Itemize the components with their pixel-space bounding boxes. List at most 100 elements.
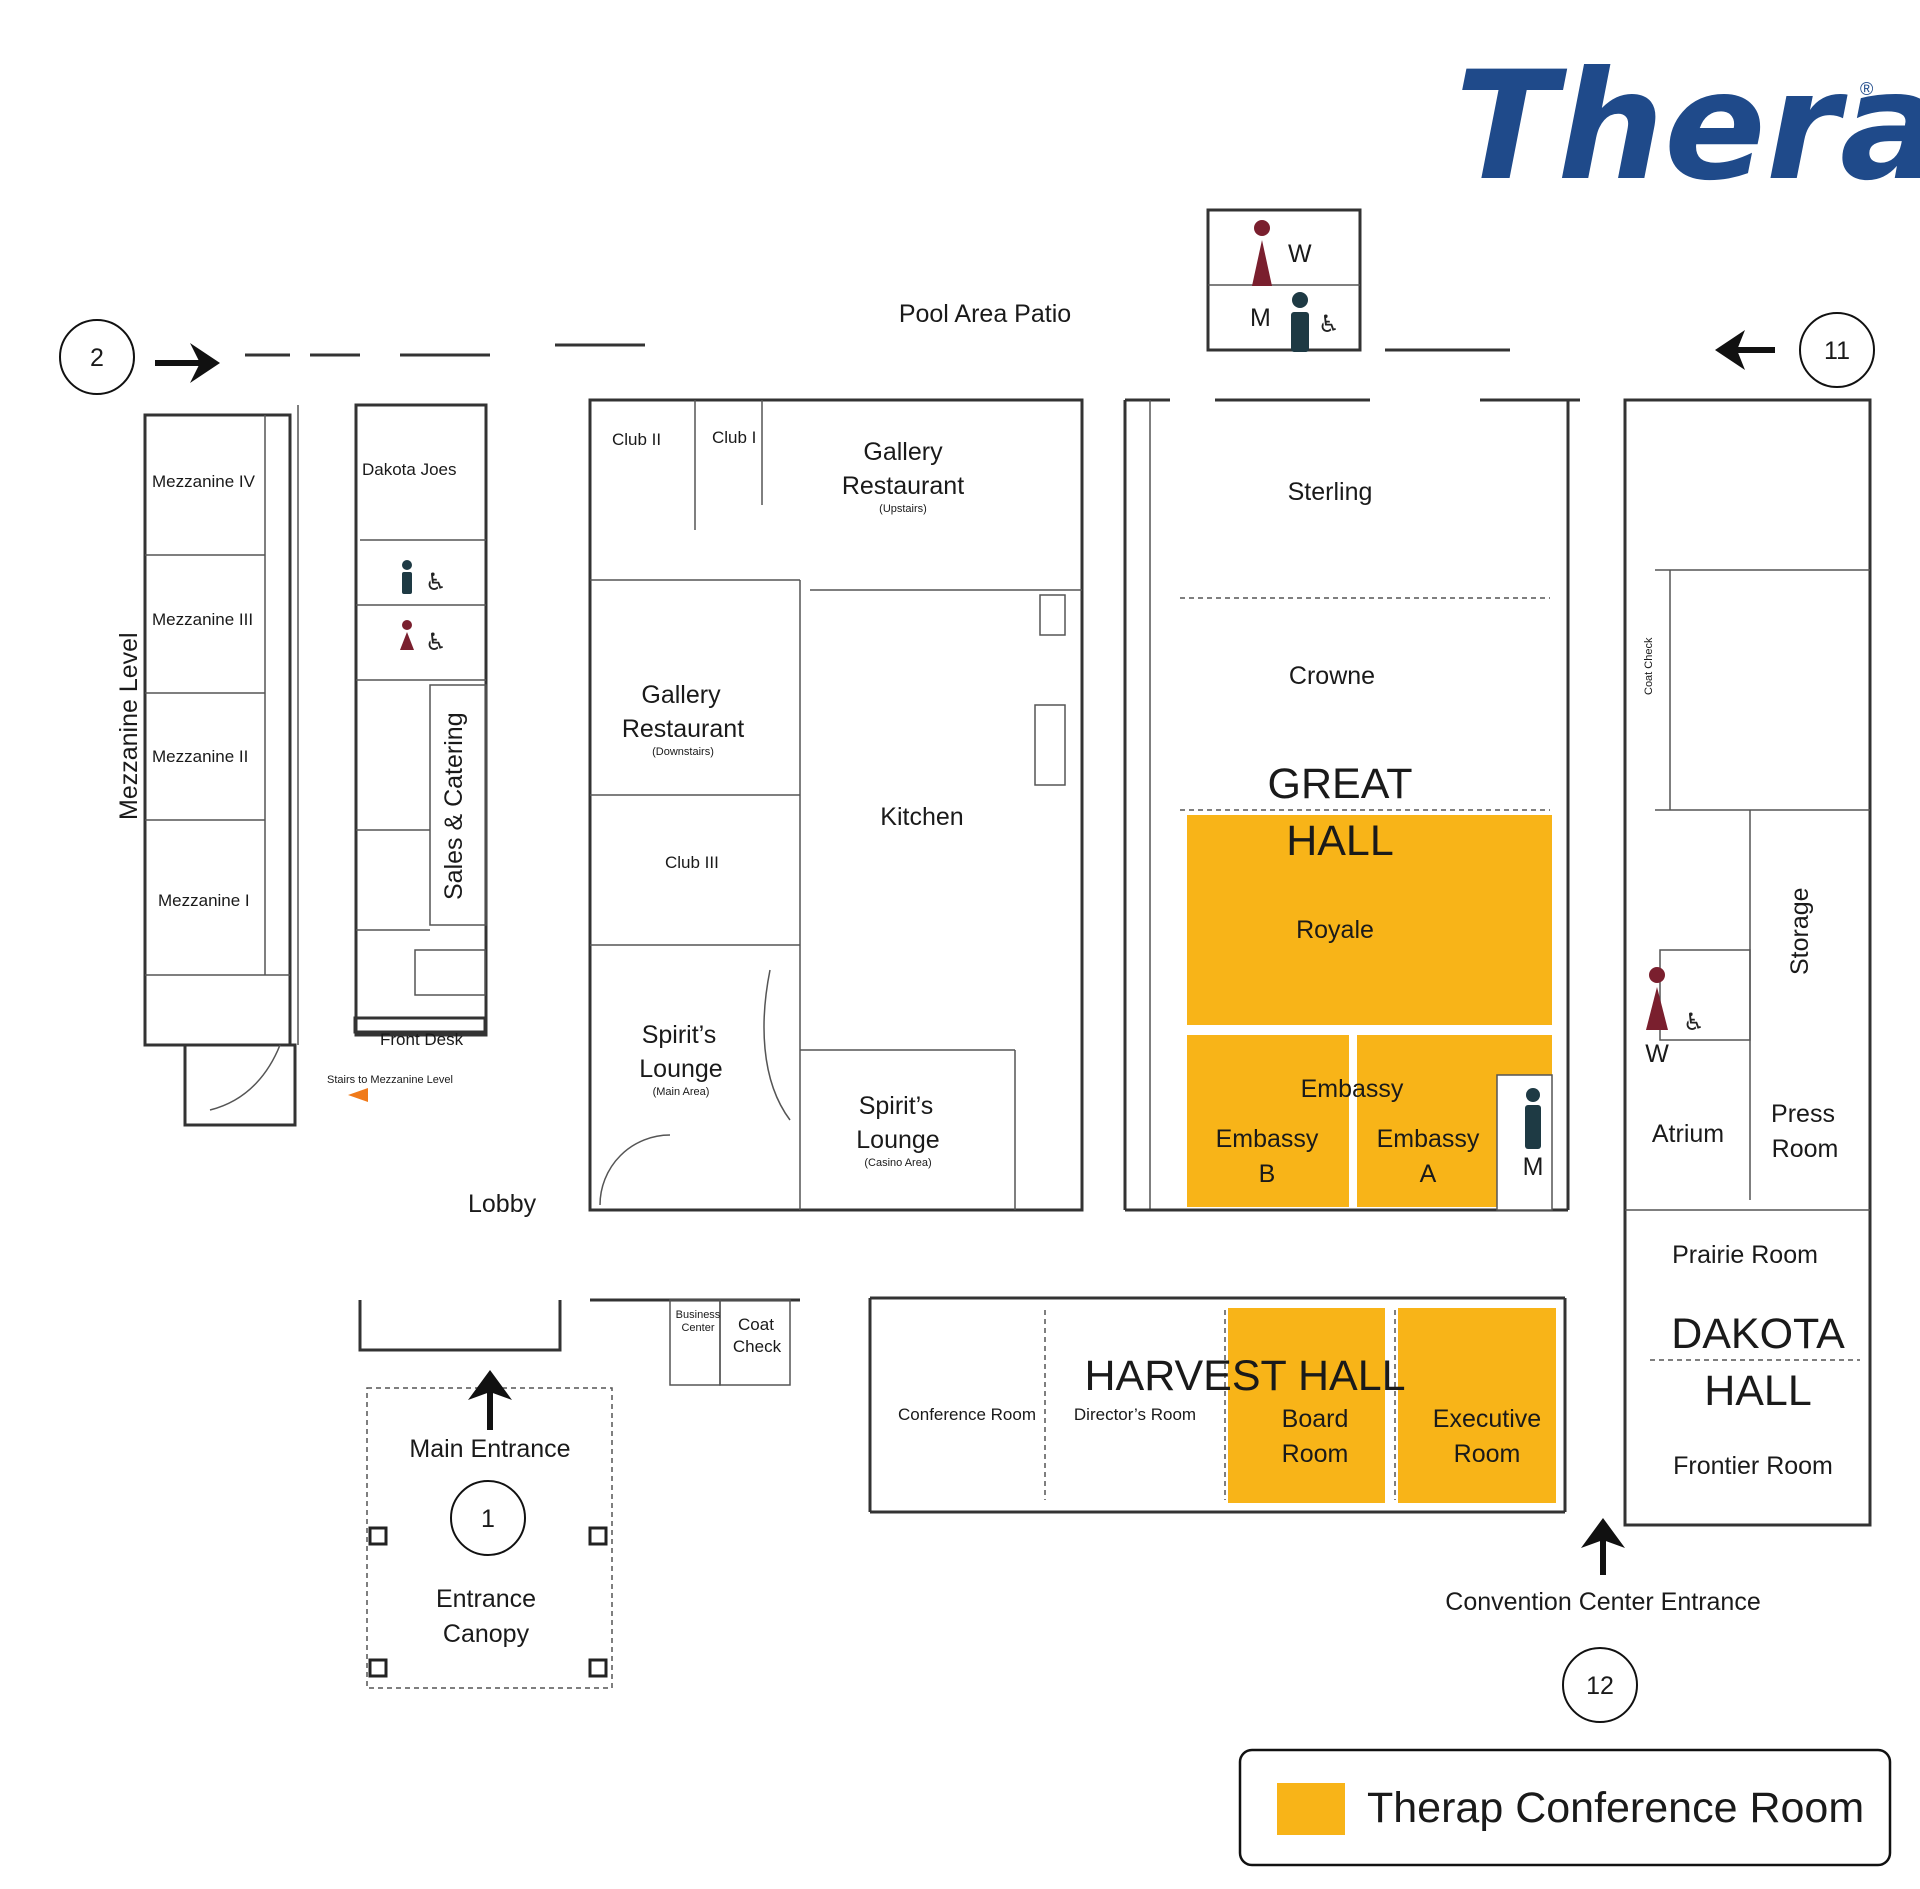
embassy-b-room-highlight (1187, 1035, 1349, 1207)
directors-room-label: Director’s Room (1074, 1405, 1196, 1424)
coat-check-vertical-label: Coat Check (1643, 637, 1655, 695)
gallery-upstairs-sub: (Upstairs) (879, 503, 927, 515)
spirits-main-sub: (Main Area) (653, 1086, 710, 1098)
embassy-b-line1: Embassy (1216, 1125, 1319, 1153)
executive-room-line2: Room (1454, 1440, 1521, 1468)
central-restaurant-block (555, 343, 1084, 1212)
club-iii-label: Club III (665, 853, 719, 872)
registered-mark: ® (1860, 79, 1873, 99)
entrance-11-marker (1799, 312, 1875, 388)
stairs-to-mezzanine-label: Stairs to Mezzanine Level (327, 1074, 453, 1086)
club-i-label: Club I (712, 428, 756, 447)
coat-check-line1: Coat (738, 1315, 774, 1334)
pool-area-patio-label: Pool Area Patio (899, 300, 1071, 328)
business-center-line1: Business (676, 1309, 721, 1321)
dakota-hall-line1: DAKOTA (1671, 1310, 1845, 1358)
press-room-line2: Room (1772, 1135, 1839, 1163)
sterling-label: Sterling (1288, 478, 1373, 506)
top-restrooms: ♿ (1206, 208, 1362, 352)
spirits-main-line1: Spirit’s (642, 1021, 717, 1049)
mezzanine-block (143, 405, 299, 1127)
embassy-a-line1: Embassy (1377, 1125, 1480, 1153)
mens-restroom-top-label: M (1250, 304, 1271, 332)
convention-center-entrance-label: Convention Center Entrance (1445, 1588, 1760, 1616)
mens-restroom-icon (1525, 1088, 1541, 1149)
great-hall-block (1123, 398, 1580, 1212)
logo-text: Therap (1455, 40, 1920, 214)
sales-catering-block (353, 403, 488, 1037)
mezzanine-iv-label: Mezzanine IV (152, 472, 256, 491)
entrance-canopy-line2: Canopy (443, 1620, 530, 1648)
atrium-label: Atrium (1652, 1120, 1724, 1148)
legend-label: Therap Conference Room (1367, 1784, 1864, 1832)
legend: Therap Conference Room (1238, 1748, 1892, 1867)
press-room-line1: Press (1771, 1100, 1835, 1128)
mezzanine-ii-label: Mezzanine II (152, 747, 248, 766)
mezzanine-i-label: Mezzanine I (158, 891, 250, 910)
legend-swatch (1277, 1783, 1345, 1835)
gallery-downstairs-sub: (Downstairs) (652, 746, 714, 758)
entrance-2-number: 2 (90, 344, 104, 372)
womens-restroom-east-icon: ♿ (1646, 967, 1705, 1036)
lobby-label: Lobby (468, 1190, 537, 1218)
spirits-casino-sub: (Casino Area) (864, 1157, 931, 1169)
gallery-downstairs-line1: Gallery (641, 681, 721, 709)
business-center-line2: Center (681, 1322, 714, 1334)
kitchen-label: Kitchen (880, 803, 963, 831)
accessible-icon-b: ♿ (425, 629, 447, 656)
royale-room-highlight (1187, 815, 1552, 1025)
womens-restroom-east-label: W (1645, 1040, 1669, 1068)
spirits-main-line2: Lounge (639, 1055, 722, 1083)
entrance-12-marker (1562, 1647, 1638, 1723)
front-desk-label: Front Desk (380, 1030, 464, 1049)
entrance-canopy-line1: Entrance (436, 1585, 536, 1613)
board-room-highlight (1228, 1308, 1385, 1503)
mezzanine-iii-label: Mezzanine III (152, 610, 253, 629)
embassy-b-line2: B (1259, 1160, 1276, 1188)
restroom-icons-left: ♿ ♿ (400, 560, 447, 656)
dakota-hall-line2: HALL (1704, 1367, 1812, 1415)
coat-check-line2: Check (733, 1337, 782, 1356)
great-hall-line1: GREAT (1268, 760, 1413, 808)
embassy-a-line2: A (1420, 1160, 1437, 1188)
storage-label: Storage (1786, 887, 1814, 975)
entrance-12-number: 12 (1586, 1672, 1614, 1700)
main-entrance-label: Main Entrance (409, 1435, 570, 1463)
svg-text:♿: ♿ (1683, 1009, 1705, 1036)
conference-room-label: Conference Room (898, 1405, 1036, 1424)
harvest-hall-block (590, 1296, 1567, 1514)
therap-logo: Therap ® (1455, 40, 1920, 214)
embassy-label: Embassy (1301, 1075, 1404, 1103)
royale-label: Royale (1296, 916, 1374, 944)
gallery-upstairs-line2: Restaurant (842, 472, 964, 500)
sales-catering-label: Sales & Catering (440, 712, 468, 900)
club-ii-label: Club II (612, 430, 661, 449)
board-room-line2: Room (1282, 1440, 1349, 1468)
gallery-upstairs-line1: Gallery (863, 438, 943, 466)
accessible-icon-a: ♿ (425, 569, 447, 596)
womens-restroom-top-label: W (1288, 240, 1312, 268)
board-room-line1: Board (1282, 1405, 1349, 1433)
entrance-1-number: 1 (481, 1505, 495, 1533)
executive-room-highlight (1398, 1308, 1556, 1503)
svg-text:♿: ♿ (1318, 311, 1340, 338)
frontier-room-label: Frontier Room (1673, 1452, 1833, 1480)
mezzanine-level-label: Mezzanine Level (115, 632, 143, 820)
entrance-2-marker (59, 319, 135, 395)
mens-restroom-label: M (1523, 1153, 1544, 1181)
crowne-label: Crowne (1289, 662, 1375, 690)
spirits-casino-line1: Spirit’s (859, 1092, 934, 1120)
gallery-downstairs-line2: Restaurant (622, 715, 744, 743)
entrance-11-number: 11 (1824, 337, 1850, 365)
great-hall-line2: HALL (1286, 817, 1394, 865)
executive-room-line1: Executive (1433, 1405, 1541, 1433)
dakota-joes-label: Dakota Joes (362, 460, 457, 479)
entrance-1-marker (450, 1480, 526, 1556)
mens-room-great-hall (1497, 1075, 1552, 1210)
harvest-hall-label: HARVEST HALL (1084, 1352, 1405, 1400)
entrance-canopy-block (358, 1300, 613, 1689)
prairie-room-label: Prairie Room (1672, 1241, 1818, 1269)
spirits-casino-line2: Lounge (856, 1126, 939, 1154)
stairs-arrow-icon (348, 1088, 368, 1102)
